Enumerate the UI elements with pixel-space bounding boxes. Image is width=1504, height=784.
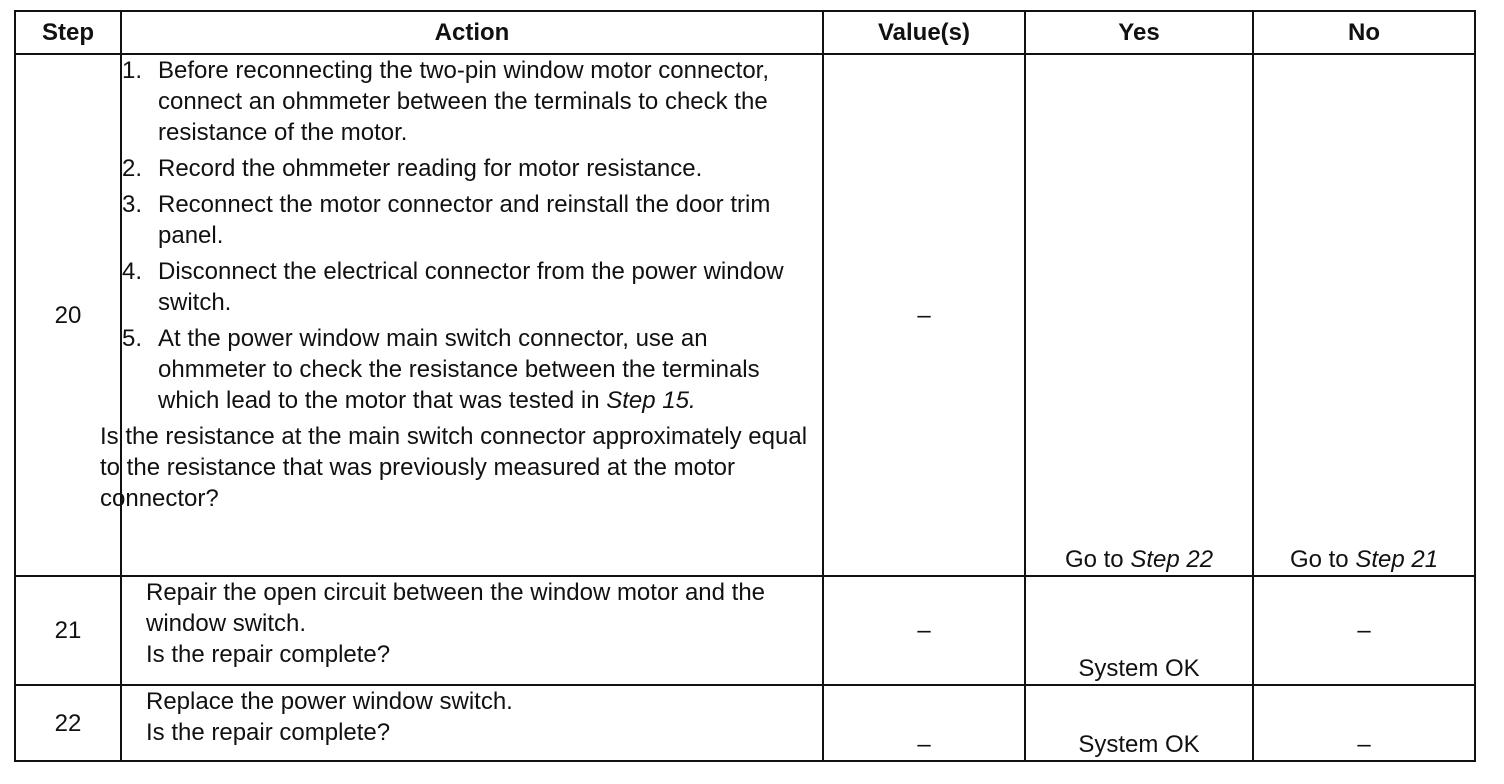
yes-cell: System OK (1024, 684, 1254, 762)
list-item: 2. Record the ohmmeter reading for motor… (122, 155, 703, 182)
table-row: 22 Replace the power window switch. Is t… (14, 684, 1476, 762)
yes-cell: Go to Step 22 (1024, 53, 1254, 577)
value-cell: – (822, 575, 1026, 686)
header-no: No (1252, 10, 1476, 55)
action-text: Repair the open circuit between the wind… (146, 579, 766, 637)
header-action: Action (120, 10, 824, 55)
action-question: Is the repair complete? (146, 719, 391, 746)
value-cell: – (822, 684, 1026, 762)
no-cell: Go to Step 21 (1252, 53, 1476, 577)
list-item: 3. Reconnect the motor connector and rei… (122, 191, 771, 249)
list-item: 1. Before reconnecting the two-pin windo… (122, 57, 770, 146)
diagnostic-table: Step Action Value(s) Yes No 20 1. Before… (14, 10, 1476, 762)
header-yes: Yes (1024, 10, 1254, 55)
header-step: Step (14, 10, 122, 55)
action-question: Is the repair complete? (146, 641, 391, 668)
list-item: 4. Disconnect the electrical connector f… (122, 258, 784, 316)
action-question: Is the resistance at the main switch con… (100, 423, 808, 512)
list-item: 5. At the power window main switch conne… (122, 325, 760, 414)
step-number: 21 (14, 575, 122, 686)
step-number: 20 (14, 53, 122, 577)
table-row: 21 Repair the open circuit between the w… (14, 575, 1476, 686)
yes-cell: System OK (1024, 575, 1254, 686)
substep-list: 1. Before reconnecting the two-pin windo… (122, 55, 822, 416)
action-cell: Replace the power window switch. Is the … (120, 684, 824, 762)
action-cell: 1. Before reconnecting the two-pin windo… (100, 53, 824, 577)
action-text: Replace the power window switch. (146, 688, 513, 715)
value-cell: – (822, 53, 1026, 577)
no-cell: – (1252, 575, 1476, 686)
step-reference: Step 22 (1130, 546, 1214, 573)
diagnostic-table-container: Step Action Value(s) Yes No 20 1. Before… (14, 10, 1476, 762)
no-cell: – (1252, 684, 1476, 762)
action-cell: Repair the open circuit between the wind… (120, 575, 824, 686)
table-header-row: Step Action Value(s) Yes No (14, 10, 1476, 55)
table-row: 20 1. Before reconnecting the two-pin wi… (14, 53, 1476, 577)
step-reference: Step 21 (1355, 546, 1439, 573)
step-number: 22 (14, 684, 122, 762)
header-values: Value(s) (822, 10, 1026, 55)
step-reference: Step 15. (606, 387, 696, 414)
